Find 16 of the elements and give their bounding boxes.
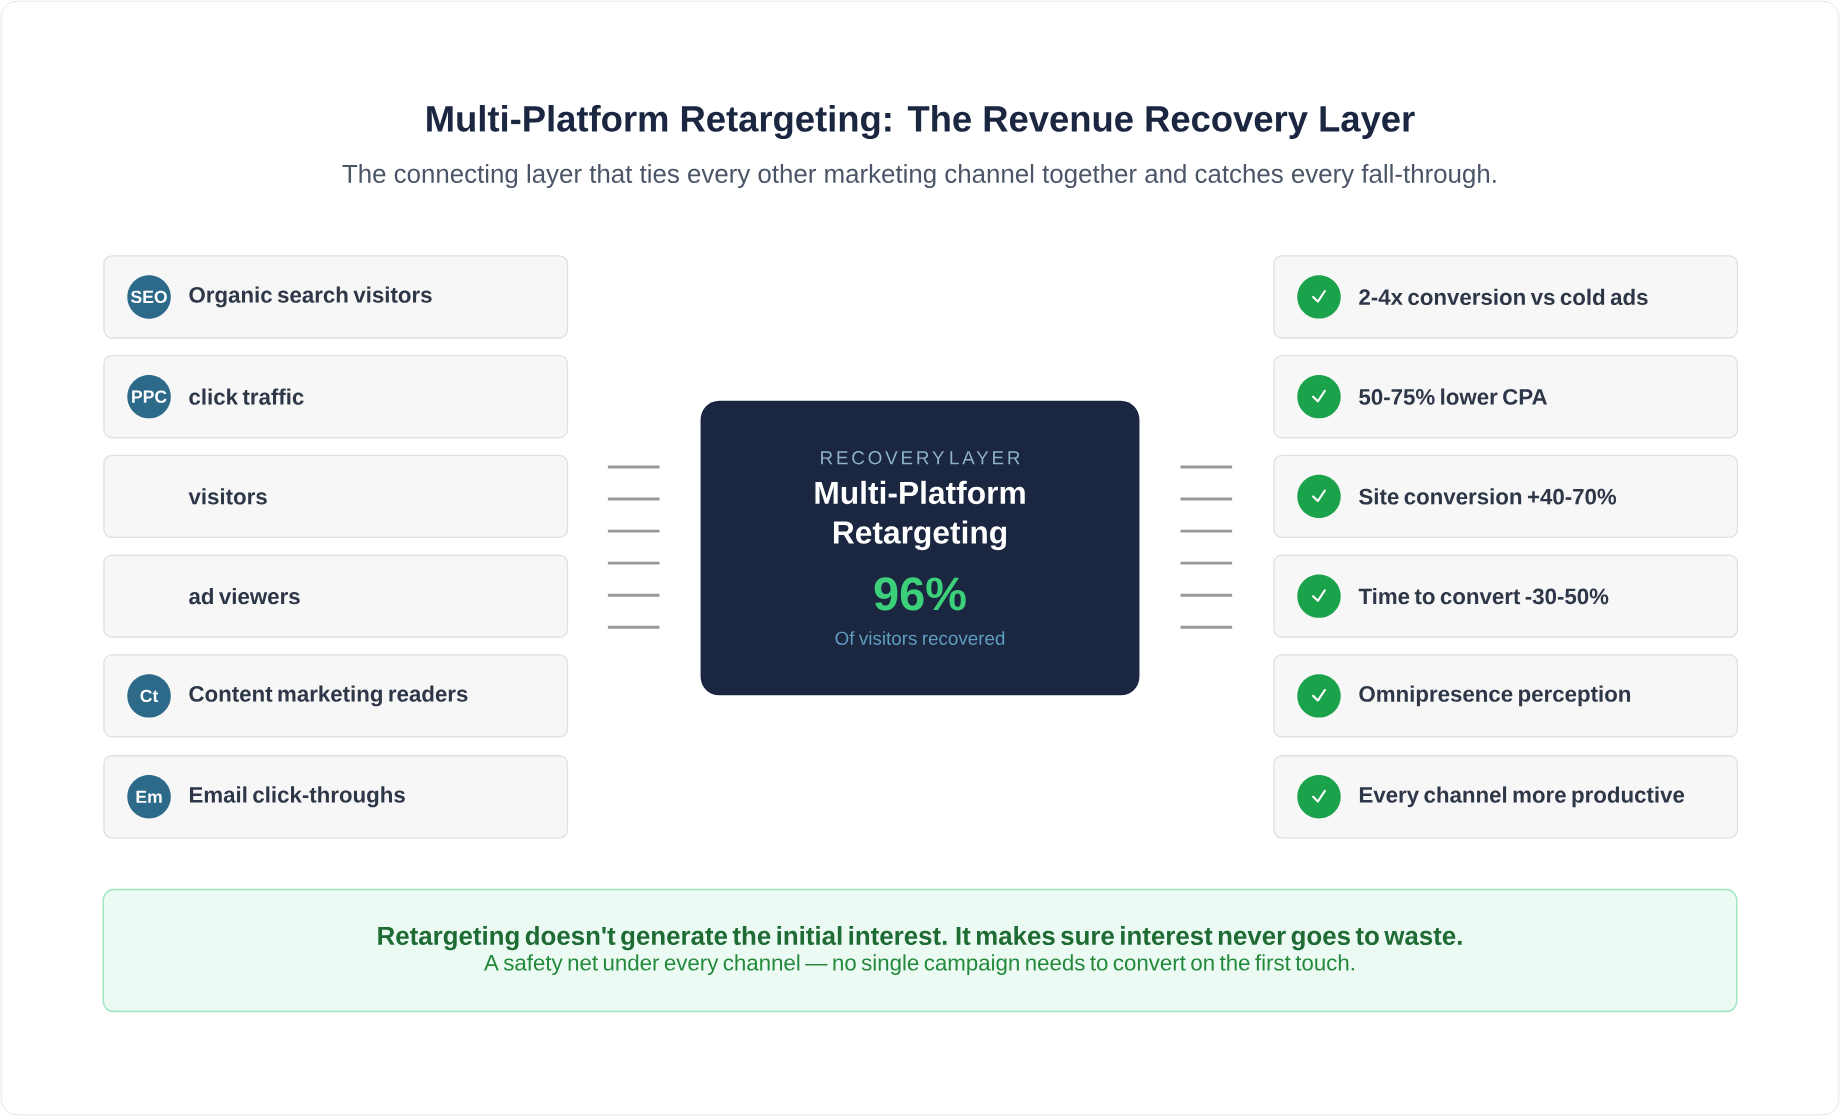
recovery-box: RECOVERY LAYER Multi-Platform Retargeting 96% Of visitors recovered — [700, 400, 1140, 696]
item-card: 50-75% lower CPA — [1273, 354, 1739, 439]
summary-banner: Retargeting doesn't generate the initial interest. It makes sure interest never goes to waste. A safety net under every channel — no single campaign needs to convert on the first touch. — [102, 888, 1738, 1013]
item-card: ad viewers — [103, 554, 569, 638]
title: Multi-Platform Retargeting: The Revenue Recovery Layer — [427, 105, 1415, 140]
item-card: visitors — [103, 454, 569, 539]
item-card: 2-4x conversion vs cold ads — [1273, 255, 1739, 339]
channel-badge: PPC — [127, 374, 171, 419]
item-card: Site conversion +40-70% — [1273, 454, 1739, 539]
item-card: Time to convert -30-50% — [1273, 554, 1739, 638]
item-card: Every channel more productive — [1273, 755, 1739, 839]
subtitle: The connecting layer that ties every other marketing channel together and catches every fall-through. — [342, 164, 1496, 189]
channel-badge: SEO — [127, 275, 171, 319]
item-card: Omnipresence perception — [1273, 654, 1739, 738]
channel-badge: Ct — [127, 674, 171, 718]
channel-badge: Em — [127, 775, 171, 819]
